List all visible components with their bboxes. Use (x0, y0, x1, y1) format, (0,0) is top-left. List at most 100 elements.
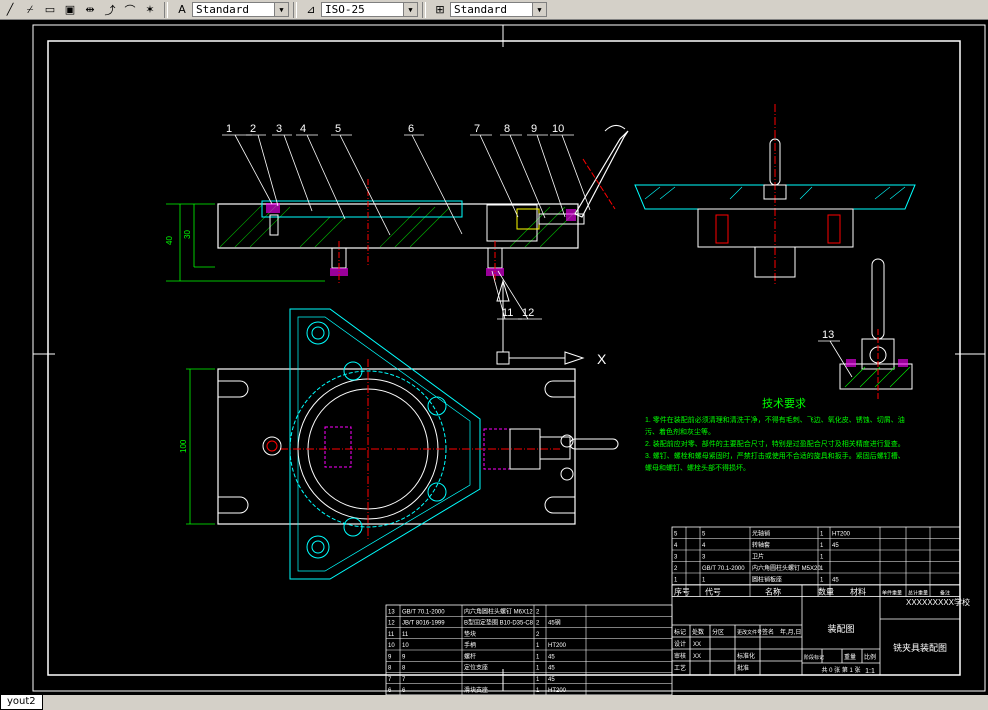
text-style-select[interactable]: Standard ▼ (192, 2, 289, 17)
balloon-2: 2 (250, 123, 256, 135)
rectangle-icon[interactable]: ▭ (44, 3, 56, 16)
col-label-date: 年,月,日 (780, 628, 801, 636)
bom-left-cell: 11 (388, 632, 395, 638)
bom-right-cell: 4 (702, 543, 706, 549)
tech-title: 技术要求 (762, 397, 806, 410)
table-style-select[interactable]: Standard ▼ (450, 2, 547, 17)
text-style-icon[interactable]: A (178, 3, 186, 16)
bom-left-cell: 1 (536, 688, 540, 694)
bom-left-cell: 滑块支座 (464, 686, 488, 694)
dim-style-select[interactable]: ISO-25 ▼ (321, 2, 418, 17)
dim-100-text: 100 (179, 439, 188, 453)
bom-right-header-cell: 序号 (674, 587, 690, 597)
table-style-icon[interactable]: ⊞ (435, 3, 445, 16)
bom-left-cell: JB/T 8016-1999 (402, 621, 445, 627)
fillet-icon[interactable]: ⌒ (124, 3, 136, 17)
tech-line-4: 3. 螺钉、螺栓和螺母紧固时，严禁打击或使用不合适的旋具和扳手。紧固后螺钉槽、 (645, 451, 905, 460)
bom-left-cell: 1 (536, 654, 540, 660)
bom-right-cell: 1 (820, 555, 824, 561)
balloon-labels: 1 2 3 4 5 6 7 8 9 10 11 12 13 (226, 123, 834, 341)
col-label-count: 处数 (692, 628, 704, 636)
bom-left-cell: 2 (536, 609, 540, 615)
bom-left-cell: 2 (536, 621, 540, 627)
tech-line-3: 2. 装配前应对零、部件的主要配合尺寸，特别是过盈配合尺寸及相关精度进行复查。 (645, 439, 905, 448)
toolbar-separator (164, 1, 168, 18)
explode-icon[interactable]: ✶ (145, 3, 155, 16)
col-label-zone: 分区 (712, 628, 724, 636)
bom-right-cell: 1 (820, 543, 824, 549)
bom-left-cell: 6 (402, 688, 406, 694)
text-style-value: Standard (196, 3, 249, 16)
bom-left-cell: 垫块 (464, 630, 476, 638)
tab-layout2[interactable]: yout2 (0, 695, 43, 710)
col-label-sign: 签名 (762, 628, 774, 636)
col-label-change: 更改文件号 (737, 629, 762, 636)
bom-left-cell: 1 (536, 666, 540, 672)
bom-left-cell: 9 (402, 654, 406, 660)
tech-line-5: 螺母和螺钉、螺栓头部不得损坏。 (645, 463, 750, 472)
chevron-down-icon[interactable]: ▼ (403, 3, 417, 16)
bom-left-cell: 7 (388, 677, 392, 683)
sheet-count: 共 0 张 第 1 张 (821, 666, 860, 674)
school-name: XXXXXXXXX学校 (906, 597, 970, 607)
bom-right-cell: 5 (702, 532, 706, 538)
bom-left-cell: 6 (388, 688, 392, 694)
insert-block-icon[interactable]: ▣ (64, 3, 76, 16)
dim-40-text: 40 (165, 236, 174, 245)
balloon-3: 3 (276, 123, 282, 135)
bom-right-cell: 圆柱销板座 (752, 576, 782, 584)
bom-left-cell: 8 (402, 666, 406, 672)
balloon-9: 9 (531, 123, 537, 135)
bom-left-cell: 2 (536, 632, 540, 638)
drawing-name: 铣夹具装配图 (893, 642, 947, 653)
cad-toolbar: ╱ ⌿ ▭ ▣ ⇹ ⤴ ⌒ ✶ A Standard ▼ ⊿ ISO-25 ▼ … (0, 0, 988, 20)
bom-right-cell: 1 (674, 578, 678, 584)
stage-label: 阶段标记 (804, 654, 824, 661)
designer: XX (693, 642, 701, 648)
chevron-down-icon[interactable]: ▼ (274, 3, 288, 16)
toolbar-separator (293, 1, 297, 18)
bom-right-cell: 1 (702, 578, 706, 584)
bom-right-cell: 1 (820, 578, 824, 584)
bom-left-cell: B型固定垫圈 B10-D35-C8 (464, 619, 534, 627)
polyline-icon[interactable]: ╱ (6, 3, 14, 16)
bom-left-cell: 12 (388, 621, 395, 627)
bom-left-cell: 45 (548, 677, 555, 683)
row-label-design: 设计 (674, 640, 686, 648)
balloon-8: 8 (504, 123, 510, 135)
extend-icon[interactable]: ⤴ (104, 3, 116, 17)
bom-left-cell: HT200 (548, 688, 567, 694)
title-block: XXXXXXXXX学校 装配图 铣夹具装配图 1:1 共 0 张 第 1 张 标… (671, 584, 970, 676)
dim-style-icon[interactable]: ⊿ (306, 3, 316, 16)
bom-right-header-cell: 名称 (765, 587, 781, 597)
scale-label: 比例 (864, 653, 876, 661)
bom-left-cell: 10 (402, 643, 409, 649)
move-icon[interactable]: ⇹ (85, 3, 95, 16)
chevron-down-icon[interactable]: ▼ (532, 3, 546, 16)
dim-30-text: 30 (183, 230, 192, 239)
side-view (634, 104, 916, 284)
balloon-4: 4 (300, 123, 306, 135)
drawing-canvas[interactable]: 40 30 1 2 3 4 5 6 7 8 9 10 11 12 13 (0, 19, 988, 695)
line-icon[interactable]: ⌿ (26, 2, 34, 16)
bom-right-cell: 1 (820, 566, 824, 572)
balloon-12: 12 (522, 307, 534, 319)
balloon-11: 11 (502, 307, 513, 319)
front-section-view: 40 30 (165, 125, 629, 284)
toolbar-separator (422, 1, 426, 18)
standard-label: 标准化 (737, 652, 755, 660)
bom-right-cell: 光轴销 (752, 530, 770, 538)
balloon-5: 5 (335, 123, 341, 135)
balloon-6: 6 (408, 123, 414, 135)
bom-right-cell: 4 (674, 543, 678, 549)
bom-right-header-cell: 备注 (940, 590, 950, 597)
bom-left-cell: 1 (536, 643, 540, 649)
bom-right-cell: 45 (832, 543, 839, 549)
tech-line-2: 污、着色剂和灰尘等。 (645, 427, 715, 436)
bom-left-cell: 9 (388, 654, 392, 660)
table-style-value: Standard (454, 3, 507, 16)
bom-right-cell: 转轴套 (752, 541, 770, 549)
bom-right-cell: 2 (674, 566, 678, 572)
drawing-type: 装配图 (827, 623, 854, 634)
